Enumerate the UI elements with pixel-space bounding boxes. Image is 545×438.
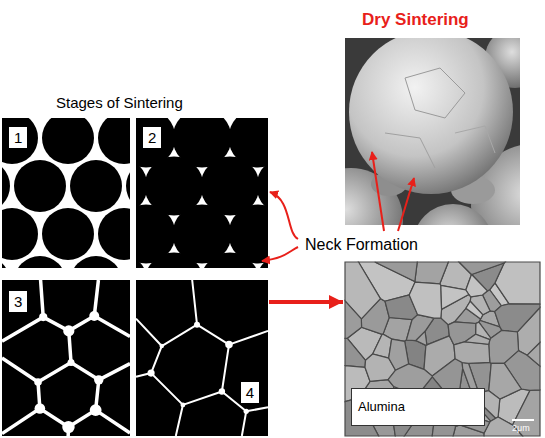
sem-image: [345, 262, 540, 436]
stage-panel: 1: [2, 118, 130, 268]
stage-panel: 2: [136, 118, 268, 268]
stage-number: 2: [142, 126, 162, 149]
sem-image-panel: Alumina: [345, 262, 540, 436]
grain-panel: [136, 280, 268, 436]
grain-panel: [2, 280, 130, 436]
stage-number: 3: [8, 290, 28, 313]
particle-panel: [0, 112, 178, 308]
image-heading: Dry Sintering: [362, 10, 469, 30]
stage-panel: 3: [2, 280, 130, 436]
material-label: Alumina: [351, 388, 485, 426]
stage-number: 4: [240, 381, 260, 404]
stage-panel: 4: [136, 280, 268, 436]
scale-label: 2μm: [512, 423, 530, 433]
scale-bar: [512, 419, 534, 421]
leader-arrow: [270, 192, 298, 239]
sem-image: [299, 28, 545, 284]
stage-number: 1: [8, 126, 28, 149]
leader-arrow: [372, 152, 384, 231]
flow-arrow: [269, 300, 343, 304]
leader-arrow: [262, 247, 298, 261]
section-heading: Stages of Sintering: [56, 94, 183, 111]
leader-arrow: [398, 178, 414, 231]
callout-label: Neck Formation: [305, 236, 418, 254]
